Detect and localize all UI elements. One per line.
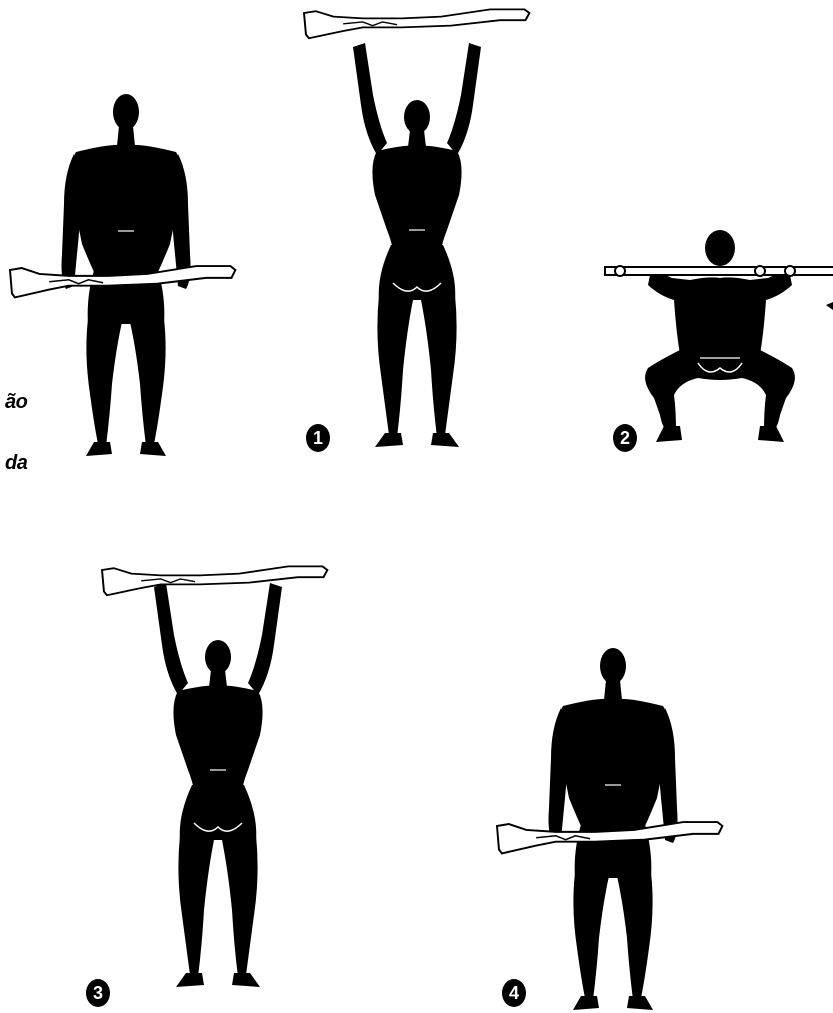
step-number: 4: [509, 983, 519, 1003]
step-marker-3: 3: [86, 979, 110, 1007]
edge-mark: [826, 302, 833, 310]
rifle: [102, 566, 327, 595]
text-fragment: ão: [5, 391, 27, 414]
step-number: 2: [620, 428, 630, 448]
step-number: 3: [93, 983, 103, 1003]
figure-start: [10, 94, 235, 456]
step-marker-1: 1: [306, 424, 330, 452]
figure-step-2: [605, 230, 833, 442]
text-fragment: da: [5, 452, 27, 475]
figure-step-1: [304, 9, 529, 447]
figure-step-3: [102, 566, 327, 987]
rifle: [304, 9, 529, 38]
bar: [605, 267, 833, 275]
step-marker-2: 2: [613, 424, 637, 452]
figure-step-4: [497, 648, 722, 1010]
step-marker-4: 4: [502, 979, 526, 1007]
step-number: 1: [313, 428, 323, 448]
